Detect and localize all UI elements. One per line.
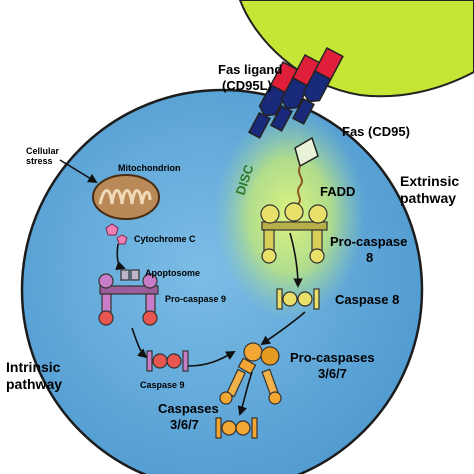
cd95l-label: (CD95L) — [222, 78, 272, 93]
fas-receptors — [248, 46, 344, 168]
fas-label: Fas (CD95) — [342, 124, 410, 139]
pathway-int-label: pathway — [6, 376, 62, 392]
cellular-label: Cellular — [26, 146, 60, 156]
death-domain — [294, 136, 319, 168]
caspase9-label: Caspase 9 — [140, 380, 185, 390]
stress-label: stress — [26, 156, 53, 166]
pro-caspase8-label-b: 8 — [366, 250, 373, 265]
pro-caspase-8 — [260, 202, 328, 264]
pro-caspases-3-6-7 — [219, 342, 282, 405]
fadd-label: FADD — [320, 184, 355, 199]
fas-ligand-label: Fas ligand — [218, 62, 282, 77]
pro-caspase8-label-a: Pro-caspase — [330, 234, 407, 249]
cytochrome-c — [105, 223, 128, 245]
mitochondrion — [92, 174, 160, 220]
fadd-link — [297, 165, 303, 205]
intrinsic-label: Intrinsic — [6, 359, 61, 375]
caspase8-label: Caspase 8 — [335, 292, 399, 307]
caspase-9 — [146, 350, 189, 372]
pro-caspase-9 — [98, 269, 159, 326]
caspase-8 — [276, 288, 320, 310]
pro-caspase9-label: Pro-caspase 9 — [165, 294, 226, 304]
pro-caspases-label-a: Pro-caspases — [290, 350, 375, 365]
pro-caspases-label-b: 3/6/7 — [318, 366, 347, 381]
cytochrome-label: Cytochrome C — [134, 234, 196, 244]
caspases-3-6-7 — [215, 417, 258, 439]
apoptosome-label: Apoptosome — [145, 268, 200, 278]
arrows — [59, 159, 306, 416]
caspases-label-b: 3/6/7 — [170, 417, 199, 432]
pathway-ext-label: pathway — [400, 190, 456, 206]
extrinsic-label: Extrinsic — [400, 173, 459, 189]
caspases-label-a: Caspases — [158, 401, 219, 416]
ligand-cell — [238, 0, 474, 98]
mitochondrion-label: Mitochondrion — [118, 163, 181, 173]
cell — [20, 88, 424, 474]
